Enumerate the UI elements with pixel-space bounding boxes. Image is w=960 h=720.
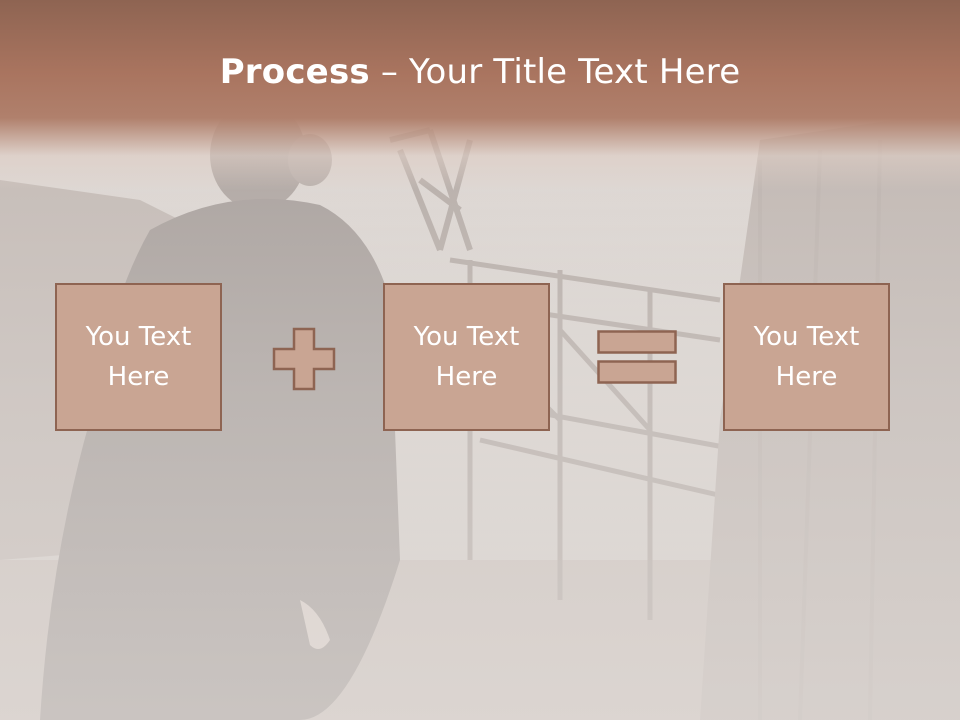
slide-title: Process – Your Title Text Here [0, 52, 960, 92]
text-box-1[interactable]: You Text Here [55, 283, 222, 431]
text-box-1-label: You Text Here [85, 322, 192, 392]
title-bold: Process [219, 52, 370, 92]
text-box-2[interactable]: You Text Here [383, 283, 550, 431]
text-box-3-label: You Text Here [753, 322, 860, 392]
title-band [0, 0, 960, 190]
title-rest: – Your Title Text Here [369, 52, 741, 92]
plus-icon [272, 327, 336, 391]
text-box-2-label: You Text Here [413, 322, 520, 392]
text-box-3[interactable]: You Text Here [723, 283, 890, 431]
equals-icon [597, 330, 677, 384]
